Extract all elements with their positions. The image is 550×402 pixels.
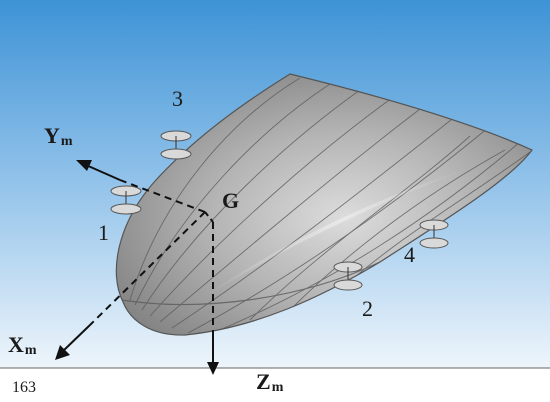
rotor-label-2: 2 — [362, 296, 373, 321]
airship-hull — [115, 73, 533, 336]
rotor-label-4: 4 — [404, 242, 415, 267]
rotor-label-3: 3 — [172, 86, 183, 111]
page-number: 163 — [12, 379, 36, 396]
rotor-1 — [110, 185, 142, 215]
x-axis-arrow — [55, 345, 70, 360]
coordinate-axes — [55, 160, 219, 375]
rotor-label-1: 1 — [98, 220, 109, 245]
y-axis-line — [119, 179, 206, 213]
rotor-2 — [333, 261, 363, 291]
x-axis-line — [89, 211, 206, 326]
y-axis-arrow — [76, 160, 92, 171]
origin-label-g: G — [222, 188, 239, 213]
y-axis-label: Ym — [44, 123, 73, 149]
rotor-4 — [419, 219, 449, 249]
x-axis-label: Xm — [8, 332, 37, 358]
z-axis-label: Zm — [256, 369, 284, 395]
rotor-3 — [160, 130, 192, 160]
z-axis-arrow — [207, 362, 219, 375]
